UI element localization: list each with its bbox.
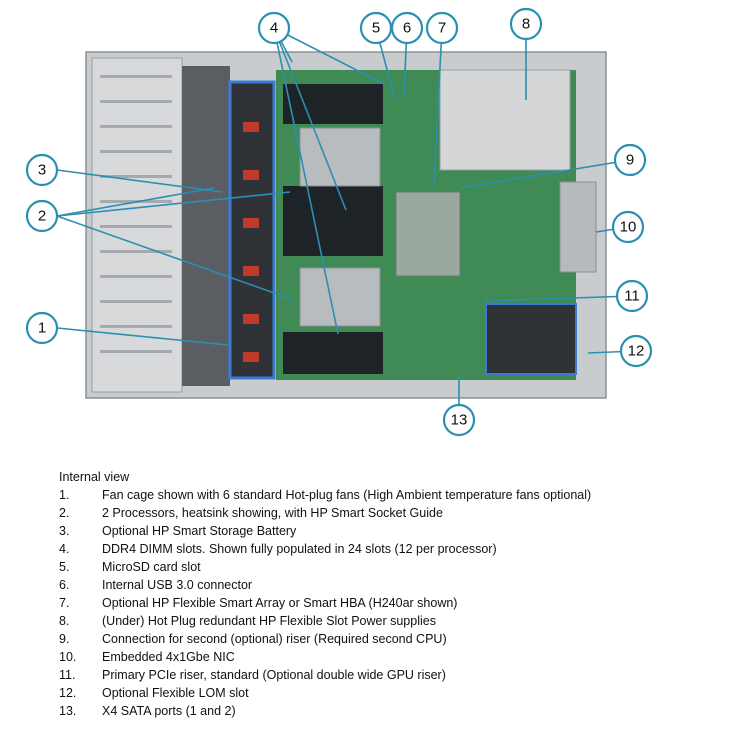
legend-item-text: (Under) Hot Plug redundant HP Flexible S… (102, 614, 436, 628)
leader-lines (56, 24, 637, 420)
svg-text:1: 1 (38, 320, 46, 337)
callout-9: 9 (613, 143, 647, 177)
legend-item-text: 2 Processors, heatsink showing, with HP … (102, 506, 443, 520)
callout-2: 2 (25, 199, 59, 233)
legend-item-text: Fan cage shown with 6 standard Hot-plug … (102, 488, 592, 502)
callout-6: 6 (390, 11, 424, 45)
legend-item-text: Optional HP Flexible Smart Array or Smar… (102, 596, 458, 610)
callout-5: 5 (359, 11, 393, 45)
callout-4: 4 (257, 11, 291, 45)
callout-3: 3 (25, 153, 59, 187)
callout-10: 10 (611, 210, 645, 244)
legend-item: 8. (Under) Hot Plug redundant HP Flexible… (59, 612, 719, 630)
svg-text:2: 2 (38, 208, 46, 225)
server-internal-diagram: 1 2 3 4 5 6 7 8 9 10 11 12 13 (25, 7, 653, 437)
svg-text:13: 13 (451, 412, 468, 429)
legend-item: 7. Optional HP Flexible Smart Array or Sm… (59, 594, 719, 612)
legend-item: 4. DDR4 DIMM slots. Shown fully populated… (59, 540, 719, 558)
legend-item: 1. Fan cage shown with 6 standard Hot-plu… (59, 486, 719, 504)
legend-title: Internal view (59, 470, 130, 484)
legend-item-number: 9. (59, 632, 70, 646)
legend-item-number: 4. (59, 542, 70, 556)
legend-item: 13. X4 SATA ports (1 and 2) (59, 702, 719, 720)
callout-11: 11 (615, 279, 649, 313)
legend-item-text: Connection for second (optional) riser (… (102, 632, 447, 646)
legend-item-number: 5. (59, 560, 70, 574)
svg-text:4: 4 (270, 20, 278, 37)
legend-item-number: 11. (59, 668, 76, 682)
svg-text:5: 5 (372, 20, 380, 37)
legend-item-number: 6. (59, 578, 70, 592)
svg-text:12: 12 (628, 343, 645, 360)
callout-12: 12 (619, 334, 653, 368)
svg-text:10: 10 (620, 219, 637, 236)
legend-item-number: 12. (59, 686, 77, 700)
svg-text:9: 9 (626, 152, 634, 169)
svg-text:7: 7 (438, 20, 446, 37)
legend-item-text: MicroSD card slot (102, 560, 201, 574)
svg-text:8: 8 (522, 16, 530, 33)
callout-1: 1 (25, 311, 59, 345)
legend-item-number: 1. (59, 488, 70, 502)
legend-item-number: 3. (59, 524, 70, 538)
legend-item: 12. Optional Flexible LOM slot (59, 684, 719, 702)
svg-text:11: 11 (624, 288, 640, 305)
legend-item: 5. MicroSD card slot (59, 558, 719, 576)
legend: Internal view 1. Fan cage shown with 6 st… (59, 468, 719, 720)
legend-item-text: Optional HP Smart Storage Battery (102, 524, 297, 538)
svg-text:3: 3 (38, 162, 46, 179)
legend-item: 10. Embedded 4x1Gbe NIC (59, 648, 719, 666)
legend-item: 9. Connection for second (optional) riser… (59, 630, 719, 648)
legend-item: 6. Internal USB 3.0 connector (59, 576, 719, 594)
legend-item-text: X4 SATA ports (1 and 2) (102, 704, 236, 718)
callout-7: 7 (425, 11, 459, 45)
legend-item-text: Internal USB 3.0 connector (102, 578, 253, 592)
legend-item-number: 13. (59, 704, 77, 718)
legend-list: 1. Fan cage shown with 6 standard Hot-plu… (59, 486, 719, 720)
legend-item-text: DDR4 DIMM slots. Shown fully populated i… (102, 542, 497, 556)
legend-item-number: 10. (59, 650, 77, 664)
callout-8: 8 (509, 7, 543, 41)
legend-item-number: 8. (59, 614, 70, 628)
legend-item-number: 2. (59, 506, 70, 520)
legend-item-text: Primary PCIe riser, standard (Optional d… (102, 668, 446, 682)
legend-item: 11. Primary PCIe riser, standard (Optiona… (59, 666, 719, 684)
svg-text:6: 6 (403, 20, 411, 37)
legend-item: 3. Optional HP Smart Storage Battery (59, 522, 719, 540)
legend-item-text: Optional Flexible LOM slot (102, 686, 249, 700)
legend-item: 2. 2 Processors, heatsink showing, with H… (59, 504, 719, 522)
legend-item-number: 7. (59, 596, 70, 610)
callout-13: 13 (442, 403, 476, 437)
legend-item-text: Embedded 4x1Gbe NIC (102, 650, 235, 664)
server-chassis (85, 51, 607, 399)
